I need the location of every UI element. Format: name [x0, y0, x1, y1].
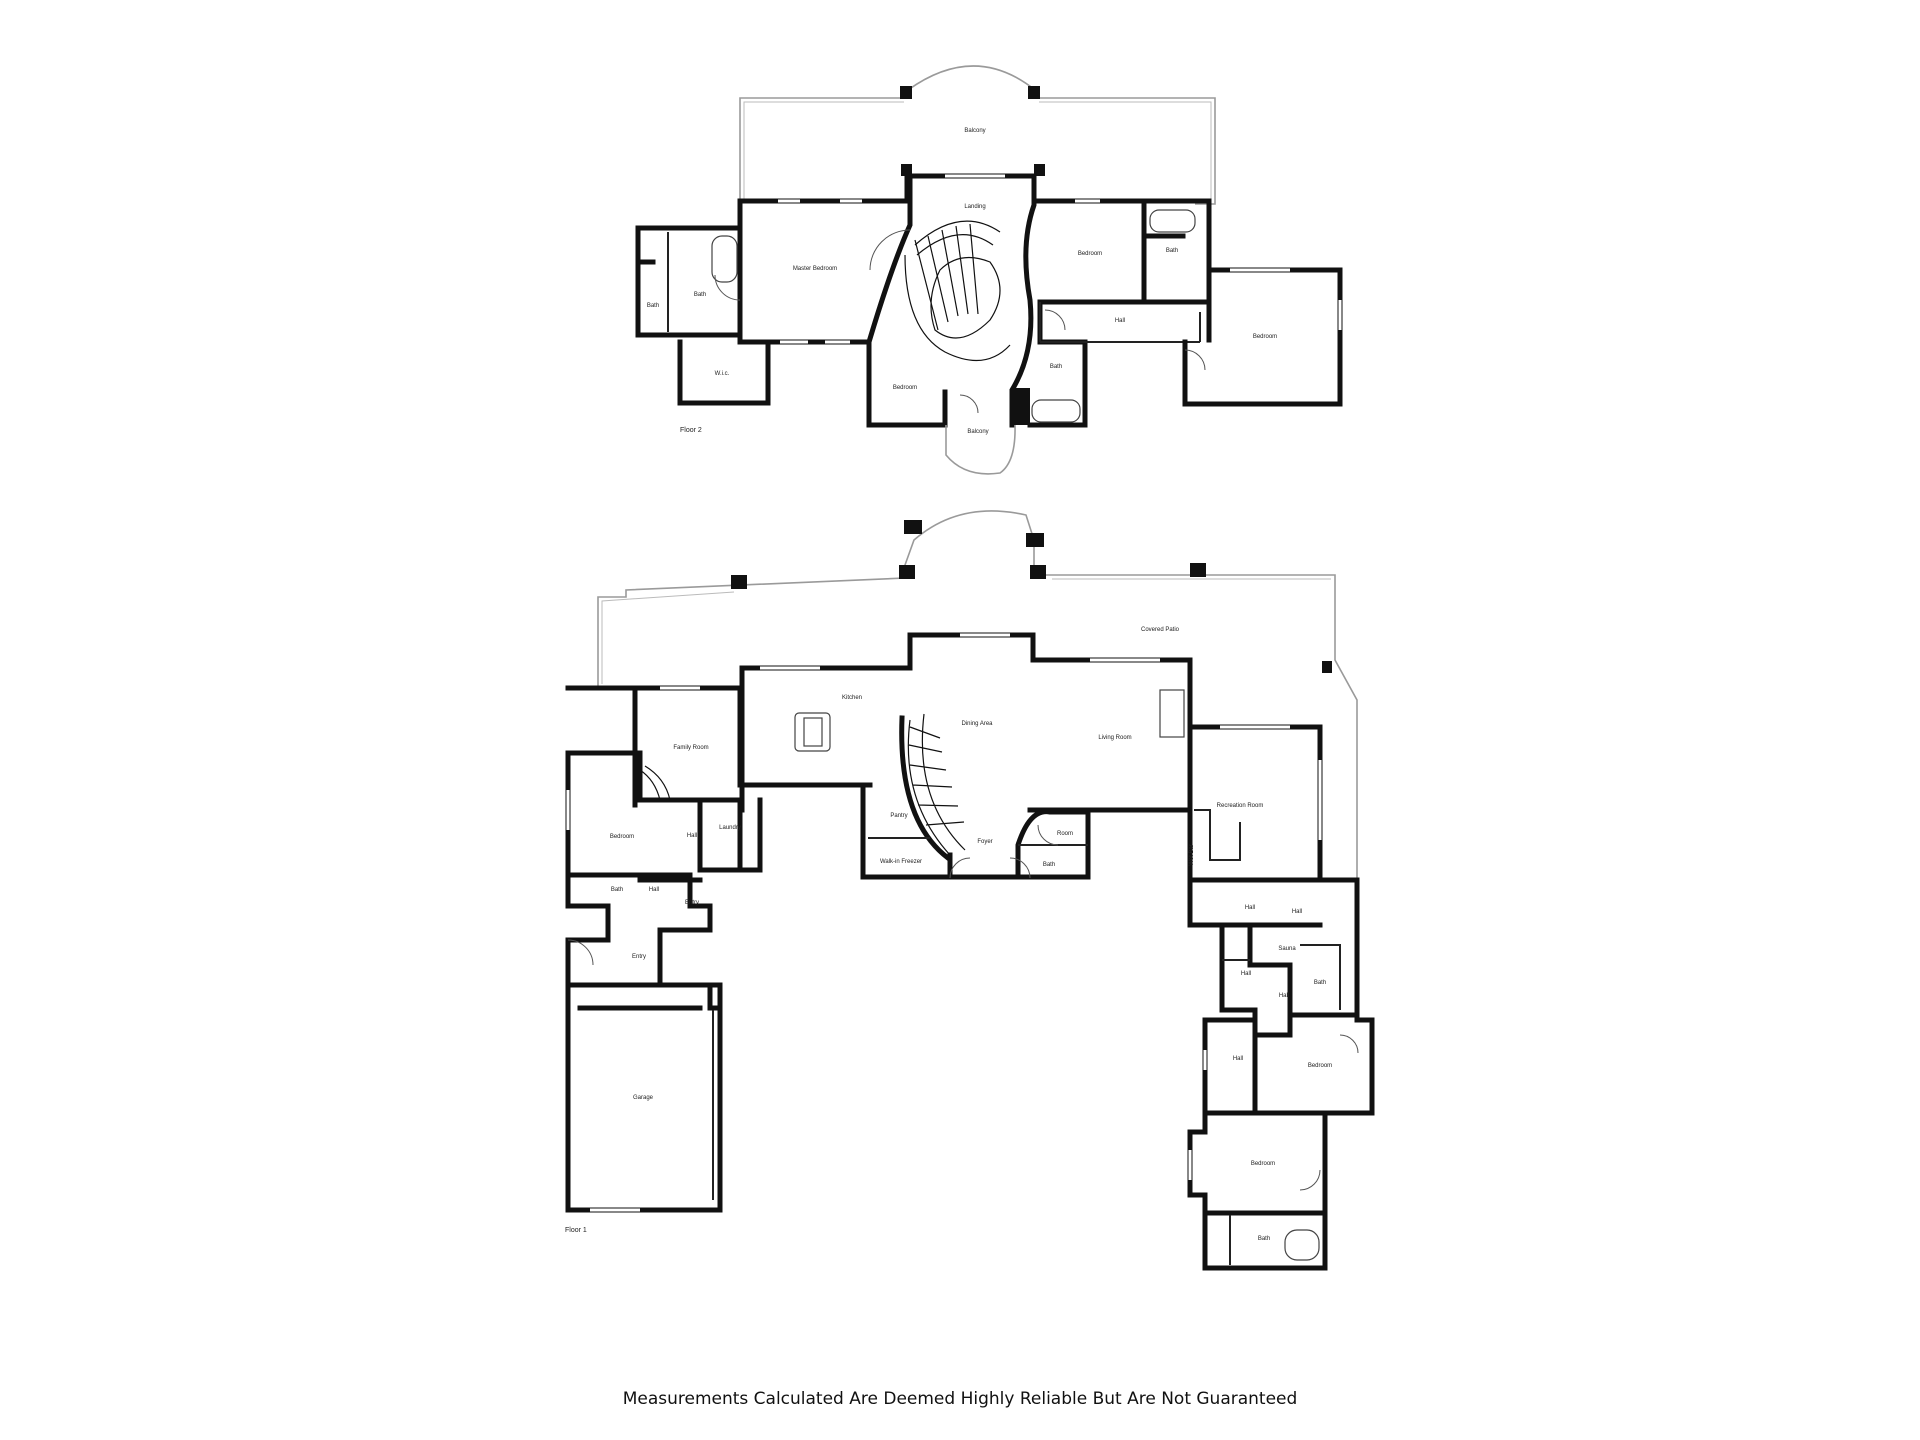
- room-label-bath-mid: Bath: [1166, 248, 1178, 254]
- room-label-hall-r5: Hall: [1233, 1056, 1243, 1062]
- floor-1-label: Floor 1: [565, 1227, 587, 1234]
- floor-2-labels: Balcony Landing Master Bedroom Bath Bath…: [647, 128, 1277, 435]
- room-label-hall-left2: Hall: [649, 887, 659, 893]
- floor-2-label: Floor 2: [680, 427, 702, 434]
- room-label-kitchen: Kitchen: [842, 695, 862, 701]
- room-label-bedroom-mid: Bedroom: [1078, 251, 1102, 257]
- room-label-bedroom-r1: Bedroom: [1308, 1063, 1332, 1069]
- room-label-bath-r2: Bath: [1258, 1236, 1270, 1242]
- disclaimer-text: Measurements Calculated Are Deemed Highl…: [622, 1389, 1298, 1409]
- room-label-foyer: Foyer: [977, 839, 992, 845]
- room-label-recreation-room: Recreation Room: [1217, 803, 1264, 809]
- floor-1-plan: [565, 510, 1375, 1271]
- room-label-sauna: Sauna: [1278, 946, 1296, 952]
- room-label-balcony-top: Balcony: [964, 128, 985, 134]
- room-label-landing: Landing: [964, 204, 985, 210]
- room-label-covered-patio: Covered Patio: [1141, 627, 1180, 633]
- room-label-bath-lower: Bath: [1050, 364, 1062, 370]
- room-label-bath-r1: Bath: [1314, 980, 1326, 986]
- room-label-hall-left: Hall: [687, 833, 697, 839]
- room-label-hall-r1: Hall: [1245, 905, 1255, 911]
- room-label-bath-foyer: Bath: [1043, 862, 1055, 868]
- room-label-bedroom-left: Bedroom: [610, 834, 634, 840]
- room-label-entry: Entry: [632, 954, 646, 960]
- room-label-bedroom-right: Bedroom: [1253, 334, 1277, 340]
- room-label-laundry: Laundry: [719, 825, 741, 831]
- room-label-family-room: Family Room: [673, 745, 708, 751]
- room-label-bedroom-lower: Bedroom: [893, 385, 917, 391]
- room-label-hall: Hall: [1115, 318, 1125, 324]
- room-label-garage: Garage: [633, 1095, 654, 1101]
- room-label-entry-small: Entry: [685, 900, 699, 906]
- room-label-room: Room: [1057, 831, 1073, 837]
- room-label-walk-in-freezer: Walk-in Freezer: [880, 859, 922, 865]
- room-label-balcony-bottom: Balcony: [967, 429, 988, 435]
- room-label-bath-master: Bath: [694, 292, 706, 298]
- room-label-wic: W.i.c.: [715, 371, 730, 377]
- room-label-dining-area: Dining Area: [961, 721, 993, 727]
- windows: [566, 174, 1342, 1212]
- doors: [567, 229, 1359, 1191]
- room-label-bedroom-r2: Bedroom: [1251, 1161, 1275, 1167]
- room-label-bath-small: Bath: [647, 303, 659, 309]
- room-label-bath-left: Bath: [611, 887, 623, 893]
- room-label-hall-r3: Hall: [1241, 971, 1251, 977]
- room-label-pantry: Pantry: [890, 813, 907, 819]
- room-label-wet-bar: Wet Bar: [1189, 844, 1195, 866]
- room-label-hall-r4: Hall: [1279, 993, 1289, 999]
- room-label-living-room: Living Room: [1098, 735, 1131, 741]
- room-label-hall-r2: Hall: [1292, 909, 1302, 915]
- floor-1-labels: Covered Patio Kitchen Dining Area Living…: [565, 627, 1332, 1242]
- room-label-master-bedroom: Master Bedroom: [793, 266, 837, 272]
- floor-2-plan: [635, 65, 1343, 475]
